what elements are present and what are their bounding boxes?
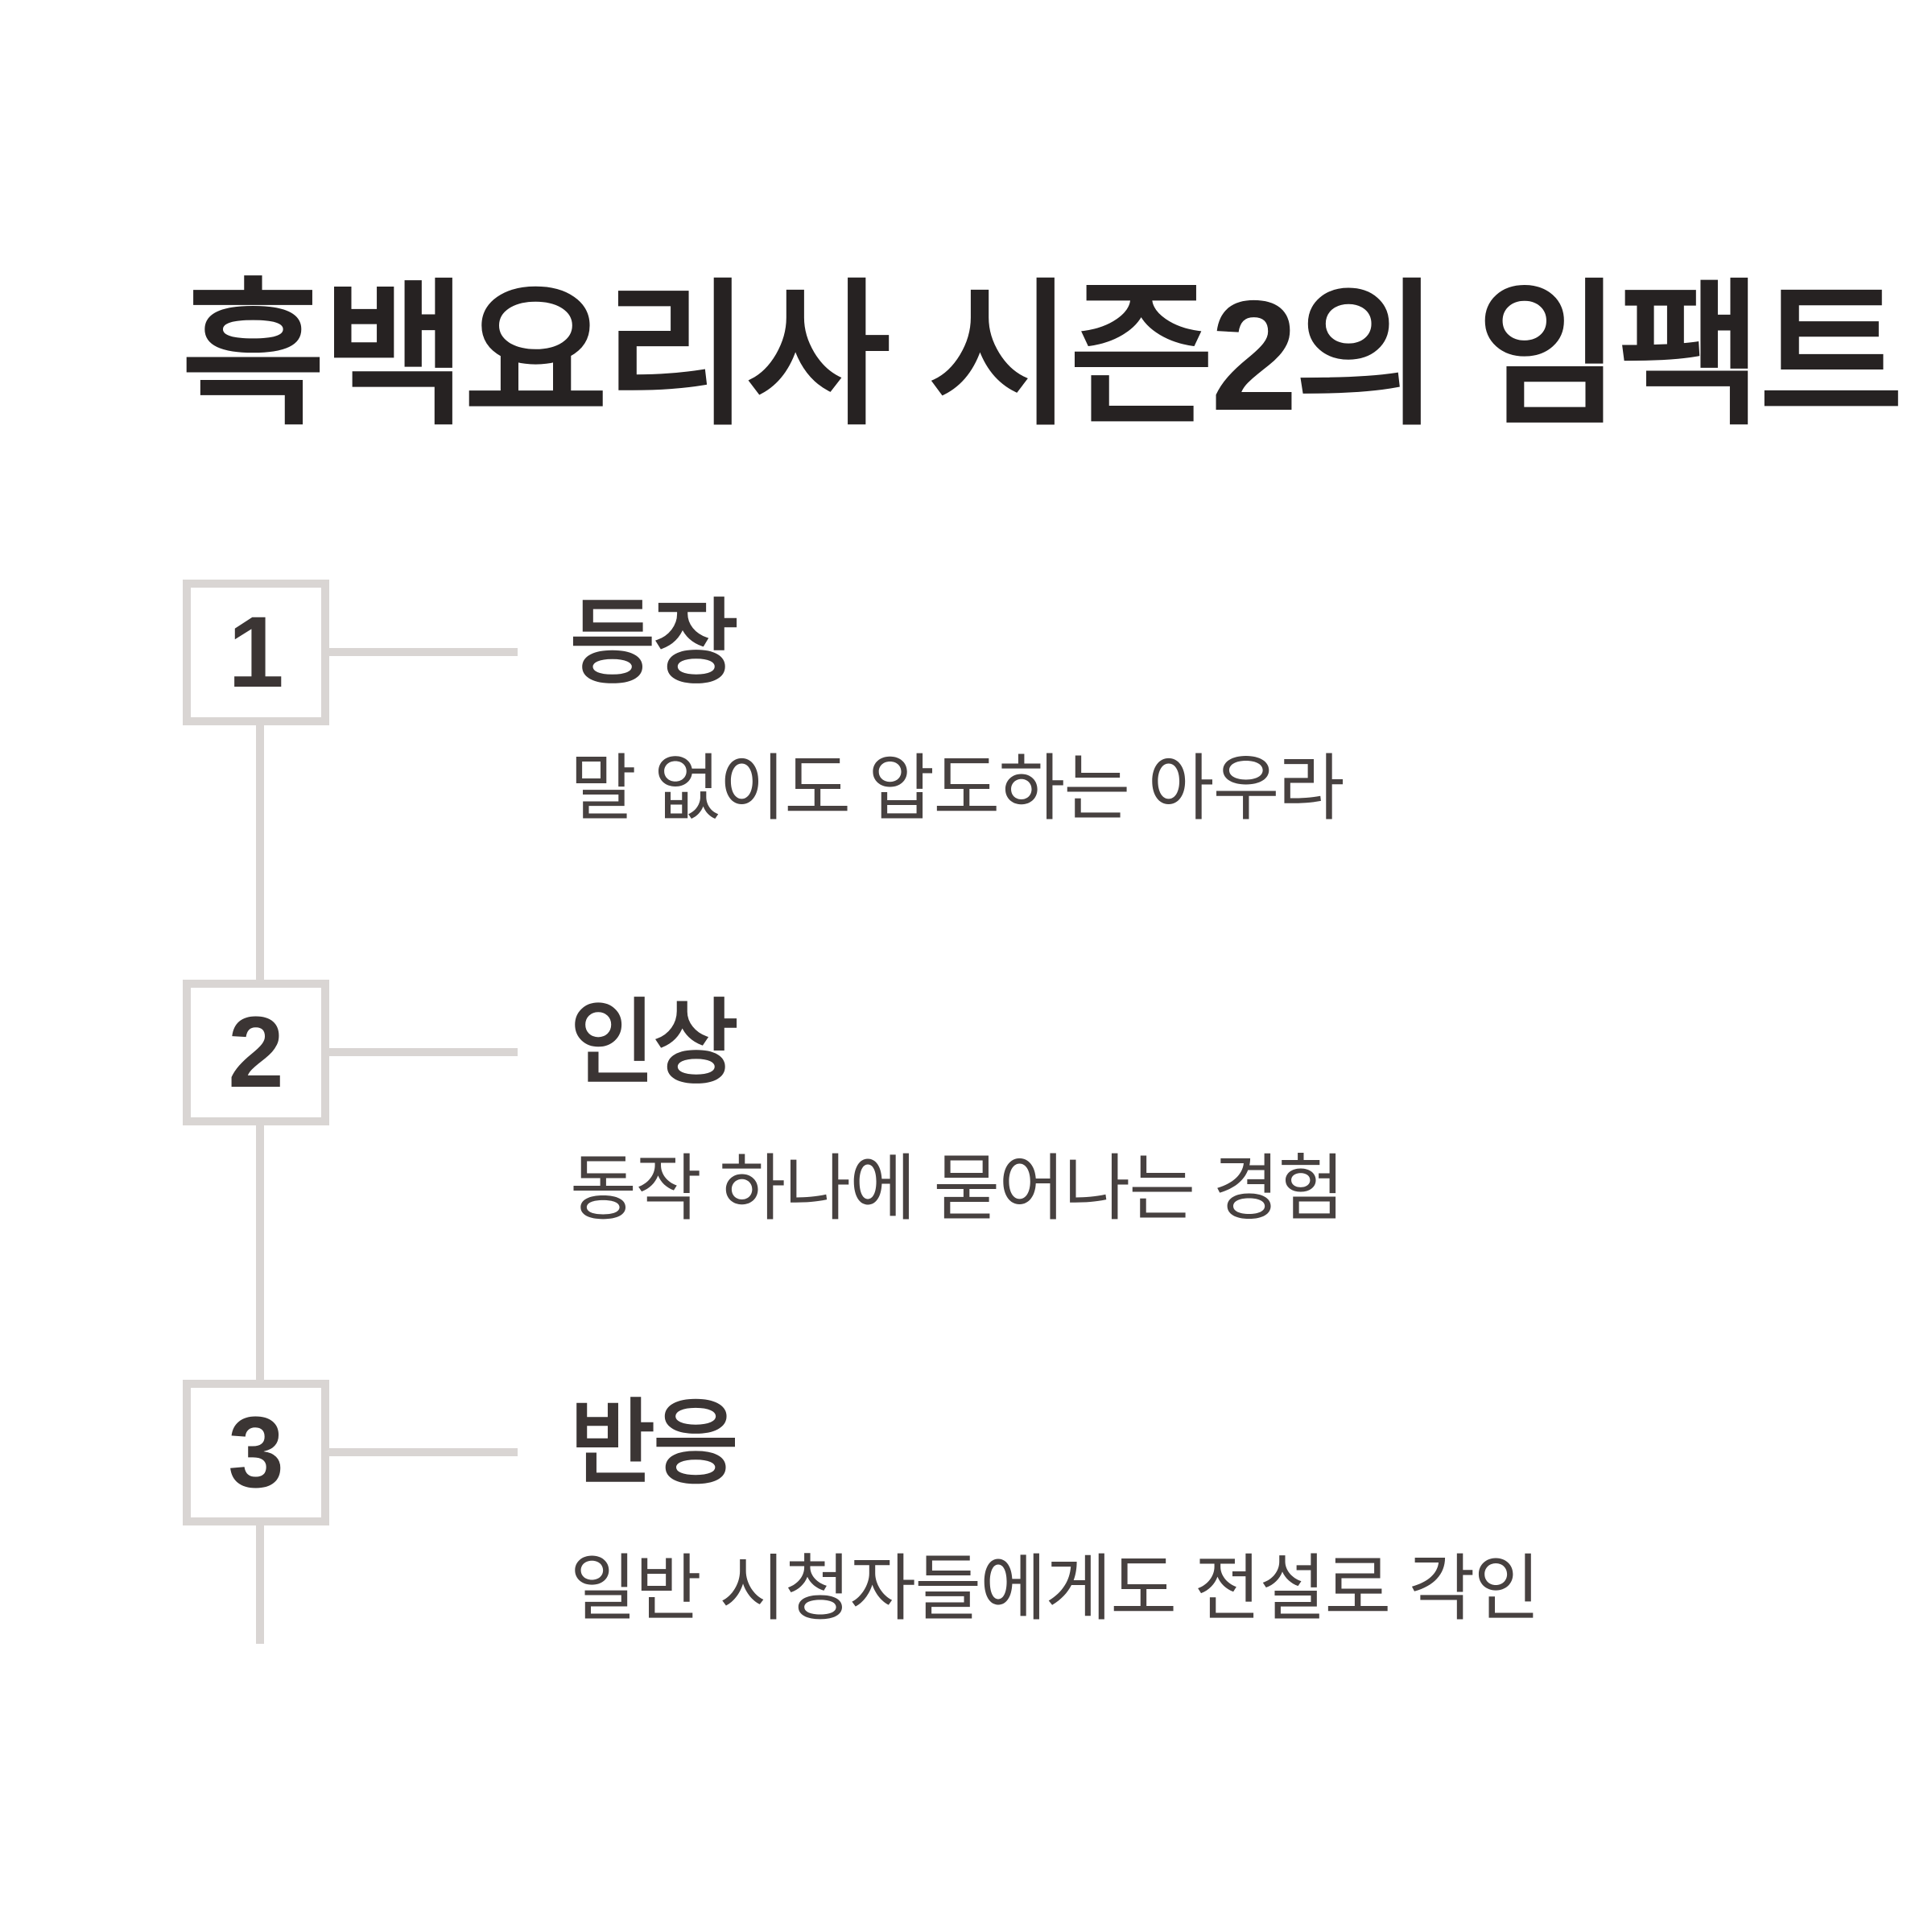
connector-line-horizontal	[328, 1048, 518, 1056]
page-title: 흑백요리사 시즌2의 임팩트	[181, 268, 1904, 444]
step-number-box: 1	[183, 580, 329, 725]
timeline-item: 3 반응 일반 시청자들에게도 전설로 각인	[0, 1380, 1932, 1653]
step-number: 1	[228, 597, 284, 708]
connector-line-horizontal	[328, 1448, 518, 1456]
step-number: 3	[228, 1397, 284, 1509]
step-heading: 인상	[570, 992, 738, 1095]
step-description: 말 없이도 압도하는 아우라	[570, 749, 1344, 829]
step-heading: 등장	[570, 592, 738, 695]
step-heading: 반응	[570, 1392, 738, 1495]
step-number: 2	[228, 997, 284, 1108]
connector-line-vertical	[256, 721, 264, 1644]
connector-line-horizontal	[328, 648, 518, 656]
step-description: 일반 시청자들에게도 전설로 각인	[570, 1549, 1540, 1629]
timeline-item: 1 등장 말 없이도 압도하는 아우라	[0, 580, 1932, 853]
timeline-item: 2 인상 동작 하나에 묻어나는 경험	[0, 980, 1932, 1253]
step-number-box: 3	[183, 1380, 329, 1525]
step-number-box: 2	[183, 980, 329, 1125]
step-description: 동작 하나에 묻어나는 경험	[570, 1149, 1344, 1229]
